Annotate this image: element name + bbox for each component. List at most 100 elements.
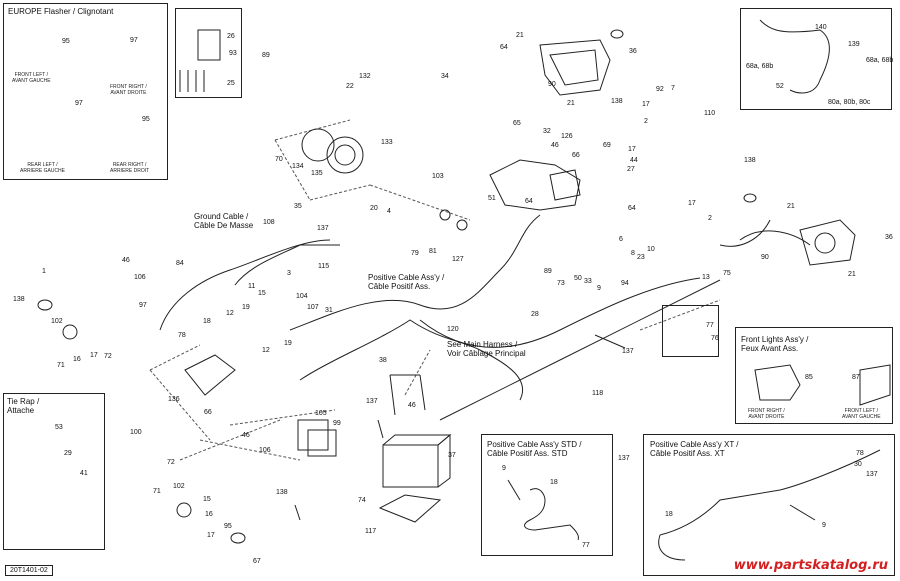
xt-cable-title: Positive Cable Ass'y XT / Câble Positif … [650,440,739,458]
callout: 135 [311,170,323,177]
callout: 65 [513,120,521,127]
callout: 77 [706,322,714,329]
callout: 17 [90,352,98,359]
callout: 26 [227,33,235,40]
callout: 10 [647,246,655,253]
callout: 94 [621,280,629,287]
callout: 136 [168,396,180,403]
callout: 103 [432,173,444,180]
ground-cable-caption: Ground Cable / Câble De Masse [194,212,254,230]
callout: 51 [488,195,496,202]
callout: 106 [259,447,271,454]
callout: 90 [761,254,769,261]
callout: 66 [204,409,212,416]
callout: 21 [787,203,795,210]
callout: 138 [276,489,288,496]
callout: 6 [619,236,623,243]
callout: 73 [557,280,565,287]
callout: 137 [366,398,378,405]
flasher-front-right-label: FRONT RIGHT / AVANT DROITE [110,84,147,96]
callout: 100 [130,429,142,436]
callout: 102 [51,318,63,325]
callout: 12 [262,347,270,354]
callout: 132 [359,73,371,80]
callout: 138 [611,98,623,105]
callout: 97 [75,100,83,107]
callout: 36 [885,234,893,241]
front-lights-left-label: FRONT LEFT / AVANT GAUCHE [842,408,881,420]
callout: 79 [411,250,419,257]
callout: 97 [130,37,138,44]
detail-box-76-77 [662,305,719,357]
callout: 104 [296,293,308,300]
callout: 50 [574,275,582,282]
callout: 138 [744,157,756,164]
watermark: www.partskatalog.ru [733,558,888,573]
flasher-box-title: EUROPE Flasher / Clignotant [8,7,114,16]
callout: 16 [73,356,81,363]
callout: 137 [866,471,878,478]
callout: 38 [379,357,387,364]
diagram-reference-code: 20T1401-02 [5,565,53,576]
callout: 19 [284,340,292,347]
tie-rap-title: Tie Rap / Attache [7,397,40,415]
callout: 108 [263,219,275,226]
callout: 93 [229,50,237,57]
callout: 69 [603,142,611,149]
callout: 134 [292,163,304,170]
callout: 72 [104,353,112,360]
callout: 32 [543,128,551,135]
callout: 137 [622,348,634,355]
fuse-box [175,8,242,98]
callout: 75 [723,270,731,277]
callout: 106 [134,274,146,281]
callout: 127 [452,256,464,263]
callout: 13 [702,274,710,281]
callout: 67 [253,558,261,565]
flasher-front-left-label: FRONT LEFT / AVANT GAUCHE [12,72,51,84]
callout: 138 [13,296,25,303]
callout: 95 [142,116,150,123]
callout: 70 [275,156,283,163]
callout: 97 [139,302,147,309]
callout: 74 [358,497,366,504]
callout: 2 [644,118,648,125]
callout: 133 [381,139,393,146]
callout: 18 [203,318,211,325]
callout: 92 [656,86,664,93]
callout: 35 [294,203,302,210]
callout: 53 [55,424,63,431]
callout: 137 [618,455,630,462]
callout: 64 [628,205,636,212]
callout: 64 [500,44,508,51]
callout: 115 [318,263,330,270]
callout: 34 [441,73,449,80]
callout: 7 [671,85,675,92]
callout: 107 [307,304,319,311]
front-lights-right-label: FRONT RIGHT / AVANT DROITE [748,408,785,420]
callout: 46 [242,432,250,439]
callout: 126 [561,133,573,140]
std-cable-box: Positive Cable Ass'y STD / Câble Positif… [481,434,613,556]
callout: 120 [447,326,459,333]
callout: 64 [525,198,533,205]
callout: 29 [64,450,72,457]
callout: 78 [856,450,864,457]
callout: 25 [227,80,235,87]
callout: 90 [548,81,556,88]
callout: 110 [704,110,716,117]
callout: 71 [153,488,161,495]
callout: 77 [582,542,590,549]
callout: 87 [852,374,860,381]
top-right-box [740,8,892,110]
callout: 46 [408,402,416,409]
callout: 102 [173,483,185,490]
flasher-rear-left-label: REAR LEFT / ARRIERE GAUCHE [20,162,66,174]
xt-cable-box: Positive Cable Ass'y XT / Câble Positif … [643,434,895,576]
callout: 17 [207,532,215,539]
callout: 95 [62,38,70,45]
callout: 80a, 80b, 80c [828,99,871,106]
callout: 28 [531,311,539,318]
callout: 44 [630,157,638,164]
callout: 85 [805,374,813,381]
